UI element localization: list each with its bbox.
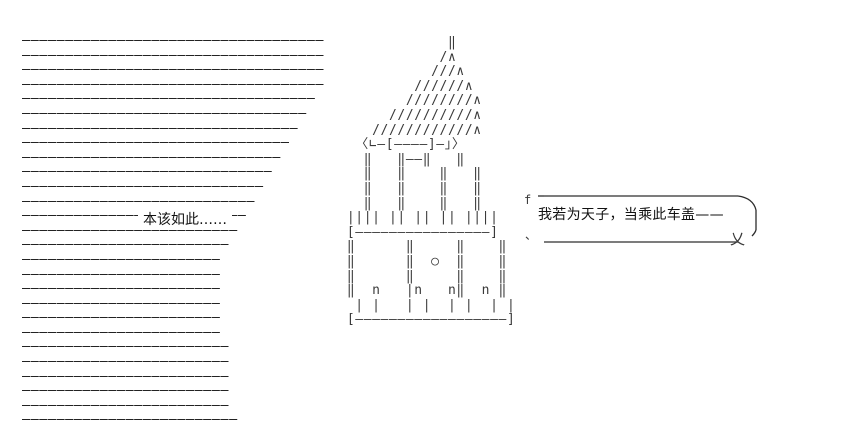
balloon-fill bbox=[536, 192, 758, 244]
narration-left-text: 本该如此…… bbox=[138, 211, 232, 230]
balloon-outline-icon bbox=[537, 195, 757, 243]
speech-balloon: f 、 乂 我若为天子，当乘此车盖—— bbox=[524, 188, 770, 250]
balloon-corner-glyph-bottom: 、 bbox=[525, 228, 538, 242]
balloon-text: 我若为天子，当乘此车盖—— bbox=[538, 207, 724, 223]
balloon-corner-glyph-top: f bbox=[524, 193, 532, 207]
balloon-tail-glyph: 乂 bbox=[730, 230, 746, 248]
hatched-background-field: ——————————————————————————————————— ————… bbox=[22, 32, 324, 427]
carriage-ascii-art: ‖ /∧ ///∧ //////∧ ////////∧ //////////∧ … bbox=[346, 35, 516, 328]
